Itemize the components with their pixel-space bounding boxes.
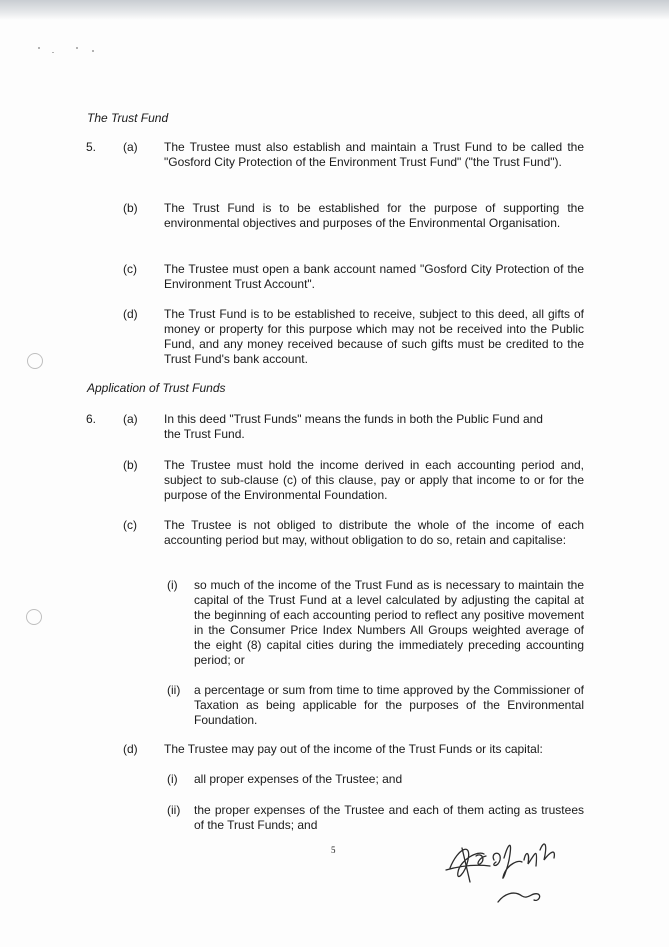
scan-speck — [38, 47, 40, 49]
clause-number-6: 6. — [86, 412, 97, 426]
clause-6d-sub-label-ii: (ii) — [167, 803, 181, 817]
clause-5-label-b: (b) — [123, 201, 138, 215]
clause-6d-ii-text: the proper expenses of the Trustee and e… — [194, 803, 584, 832]
clause-5a-text: The Trustee must also establish and main… — [164, 140, 584, 169]
clause-5c-text: The Trustee must open a bank account nam… — [164, 262, 584, 291]
clause-6-label-a: (a) — [123, 412, 138, 426]
clause-6d-text: The Trustee may pay out of the income of… — [164, 742, 543, 756]
page-number: 5 — [331, 845, 336, 855]
clause-6d-sub-label-i: (i) — [167, 772, 178, 786]
punch-hole — [26, 609, 42, 625]
clause-6b-text: The Trustee must hold the income derived… — [164, 458, 584, 502]
clause-5b-text: The Trust Fund is to be established for … — [164, 201, 584, 230]
clause-6c-sub-label-i: (i) — [167, 578, 178, 592]
clause-5-label-c: (c) — [123, 262, 137, 276]
clause-6d-i-text: all proper expenses of the Trustee; and — [194, 772, 403, 786]
clause-6c-ii-text: a percentage or sum from time to time ap… — [194, 683, 584, 727]
scan-edge-shadow — [0, 0, 669, 20]
section-title-trust-fund: The Trust Fund — [87, 111, 169, 125]
scan-speck — [52, 52, 54, 53]
clause-6-label-d: (d) — [123, 742, 138, 756]
punch-hole — [27, 353, 43, 369]
clause-6-label-c: (c) — [123, 518, 137, 532]
clause-5d-text: The Trust Fund is to be established to r… — [164, 307, 584, 366]
clause-number-5: 5. — [86, 140, 97, 154]
clause-5-label-a: (a) — [123, 140, 138, 154]
clause-6c-sub-label-ii: (ii) — [167, 683, 181, 697]
clause-6c-text: The Trustee is not obliged to distribute… — [164, 518, 584, 547]
clause-5-label-d: (d) — [123, 307, 138, 321]
clause-6-label-b: (b) — [123, 458, 138, 472]
clause-6c-i-text: so much of the income of the Trust Fund … — [194, 578, 584, 667]
signature-image — [445, 843, 556, 903]
scan-speck — [76, 47, 78, 49]
scan-speck — [92, 50, 94, 52]
section-title-application: Application of Trust Funds — [87, 381, 226, 395]
clause-6a-text: In this deed "Trust Funds" means the fun… — [164, 412, 543, 441]
